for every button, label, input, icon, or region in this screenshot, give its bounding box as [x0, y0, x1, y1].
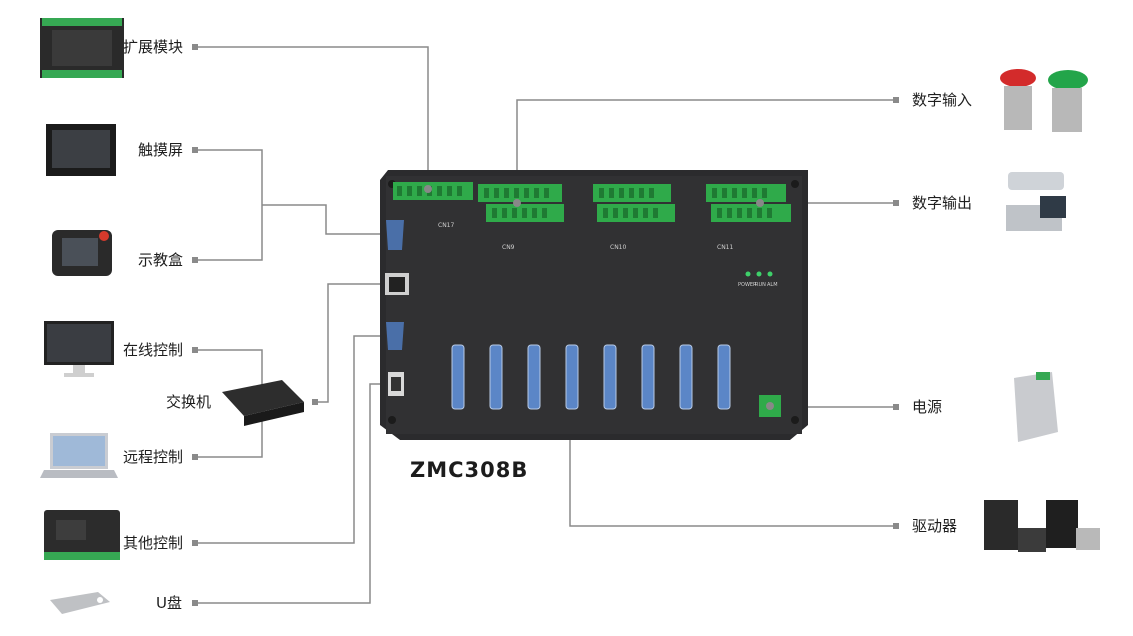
servo-drive-picture — [984, 500, 1100, 552]
label-ext-module: 扩展模块 — [123, 38, 184, 56]
label-drive: 驱动器 — [912, 517, 958, 535]
line-to-rs232 — [262, 204, 392, 235]
axis-connectors — [451, 344, 731, 410]
silk-led-power: POWER — [738, 282, 757, 288]
label-markers — [192, 44, 899, 606]
laptop-picture — [40, 433, 118, 478]
line-switch-eth — [318, 283, 392, 403]
label-power: 电源 — [912, 398, 943, 416]
solenoid-valve-picture — [1006, 172, 1066, 231]
usb-drive-picture — [50, 592, 110, 614]
monitor-picture — [44, 321, 114, 377]
label-remote-control: 远程控制 — [123, 448, 184, 466]
label-other-control: 其他控制 — [123, 534, 184, 552]
label-touch-screen: 触摸屏 — [138, 141, 184, 159]
label-online-control: 在线控制 — [123, 341, 184, 359]
label-switch: 交换机 — [166, 393, 212, 411]
line-other-rs485 — [198, 335, 392, 544]
controller-model-name: ZMC308B — [410, 458, 529, 482]
label-digital-output: 数字输出 — [912, 194, 973, 212]
silk-cn11: CN11 — [717, 244, 734, 251]
label-teach-pendant: 示教盒 — [138, 251, 184, 269]
label-digital-input: 数字输入 — [912, 91, 973, 109]
connection-lines — [198, 46, 893, 604]
line-usb — [198, 383, 392, 604]
teach-pendant-picture — [52, 230, 112, 276]
silk-led-alm: ALM — [767, 282, 778, 288]
line-ext-module — [198, 46, 429, 186]
ext-module-picture — [40, 18, 124, 78]
silk-cn10: CN10 — [610, 244, 627, 251]
power-supply-picture — [1014, 372, 1058, 442]
silk-cn9: CN9 — [502, 244, 515, 251]
status-leds — [745, 271, 773, 277]
side-ports — [385, 220, 409, 396]
line-drive — [569, 400, 893, 527]
line-touch-teach — [198, 149, 263, 261]
emergency-buttons-picture — [1000, 69, 1088, 132]
other-controller-picture — [44, 510, 120, 560]
terminal-blocks — [393, 182, 791, 222]
silk-led-run: RUN — [755, 282, 766, 288]
label-usb-disk: U盘 — [156, 594, 182, 612]
silk-cn17: CN17 — [438, 222, 455, 229]
line-din — [516, 99, 893, 200]
network-switch-picture — [222, 380, 304, 426]
touch-screen-picture — [46, 124, 116, 176]
